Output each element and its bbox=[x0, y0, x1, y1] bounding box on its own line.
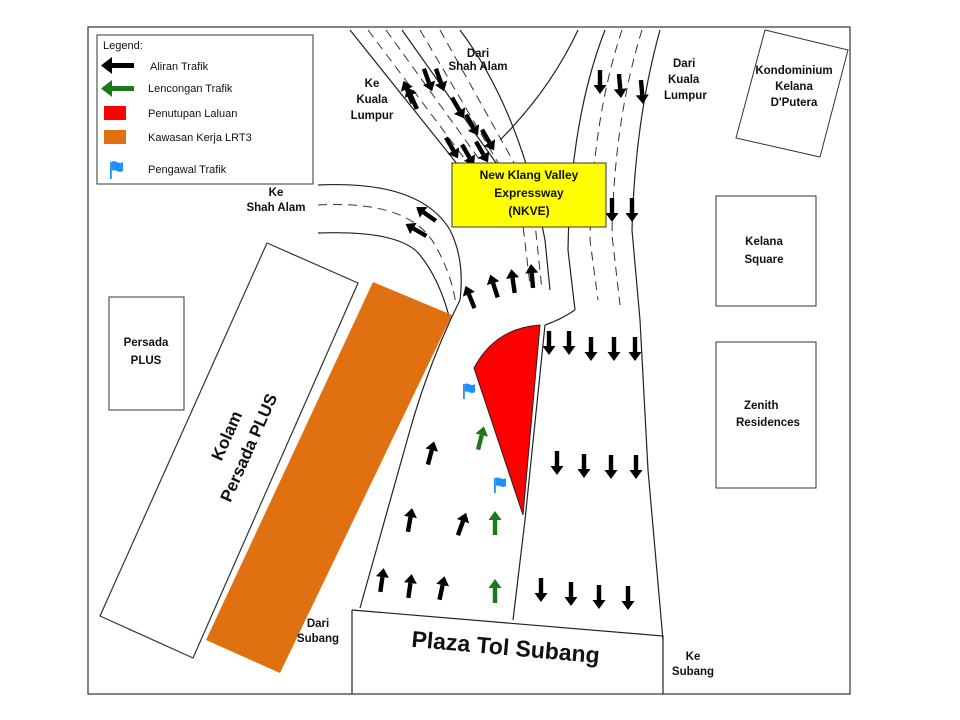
legend-pengawal-trafik: Pengawal Trafik bbox=[148, 164, 227, 176]
svg-text:Kuala: Kuala bbox=[668, 74, 700, 86]
building-kelana-square: Kelana Square bbox=[715, 195, 817, 307]
svg-text:Dari: Dari bbox=[307, 618, 329, 630]
legend-title: Legend: bbox=[103, 40, 143, 52]
building-kondominium-kelana-dputera: Kondominium Kelana D'Putera bbox=[735, 29, 849, 158]
red-swatch-icon bbox=[104, 106, 126, 120]
svg-text:Kelana: Kelana bbox=[745, 236, 783, 248]
road-closure-zone bbox=[473, 324, 541, 516]
svg-text:Kelana: Kelana bbox=[775, 81, 813, 93]
svg-text:Ke: Ke bbox=[365, 78, 380, 90]
svg-text:Kuala: Kuala bbox=[356, 94, 388, 106]
svg-text:Shah Alam: Shah Alam bbox=[246, 202, 305, 214]
svg-text:Residences: Residences bbox=[736, 417, 800, 429]
label-dari-shah-alam: Dari Shah Alam bbox=[448, 48, 507, 73]
svg-text:Zenith: Zenith bbox=[744, 400, 779, 412]
legend-penutupan-laluan: Penutupan Laluan bbox=[148, 108, 237, 120]
nkve-label: New Klang Valley Expressway (NKVE) bbox=[451, 162, 607, 228]
green-arrow-icon bbox=[101, 80, 134, 97]
legend-kawasan-kerja: Kawasan Kerja LRT3 bbox=[148, 132, 252, 144]
svg-text:Square: Square bbox=[745, 254, 784, 266]
svg-text:Kondominium: Kondominium bbox=[755, 65, 832, 77]
svg-text:Persada: Persada bbox=[124, 337, 169, 349]
svg-text:(NKVE): (NKVE) bbox=[508, 204, 549, 218]
svg-text:Subang: Subang bbox=[672, 666, 714, 678]
blue-flag-icon bbox=[110, 161, 123, 179]
lrt3-work-zone bbox=[206, 282, 452, 673]
building-zenith-residences: Zenith Residences bbox=[715, 341, 817, 489]
label-ke-kuala-lumpur: Ke Kuala Lumpur bbox=[351, 78, 394, 122]
building-persada-plus: Persada PLUS bbox=[108, 296, 185, 411]
svg-text:New Klang Valley: New Klang Valley bbox=[480, 168, 579, 182]
svg-text:Ke: Ke bbox=[269, 187, 284, 199]
svg-text:Lumpur: Lumpur bbox=[351, 110, 394, 122]
svg-text:Expressway: Expressway bbox=[494, 186, 564, 200]
svg-text:Dari: Dari bbox=[467, 48, 489, 60]
svg-text:D'Putera: D'Putera bbox=[771, 97, 818, 109]
legend-aliran-trafik: Aliran Trafik bbox=[150, 61, 209, 73]
svg-text:Lumpur: Lumpur bbox=[664, 90, 707, 102]
label-ke-subang: Ke Subang bbox=[672, 651, 714, 678]
svg-text:Shah Alam: Shah Alam bbox=[448, 61, 507, 73]
svg-text:Subang: Subang bbox=[297, 633, 339, 645]
legend: Legend: Aliran Trafik Lencongan Trafik P… bbox=[96, 34, 314, 185]
black-arrow-icon bbox=[101, 57, 134, 74]
label-ke-shah-alam: Ke Shah Alam bbox=[246, 187, 305, 214]
pond-kolam-persada-plus: Kolam Persada PLUS bbox=[99, 242, 359, 659]
svg-text:PLUS: PLUS bbox=[131, 355, 162, 367]
orange-swatch-icon bbox=[104, 130, 126, 144]
svg-text:Dari: Dari bbox=[673, 58, 695, 70]
label-dari-subang: Dari Subang bbox=[297, 618, 339, 645]
svg-text:Ke: Ke bbox=[686, 651, 701, 663]
label-dari-kuala-lumpur: Dari Kuala Lumpur bbox=[664, 58, 707, 102]
legend-lencongan-trafik: Lencongan Trafik bbox=[148, 83, 233, 95]
